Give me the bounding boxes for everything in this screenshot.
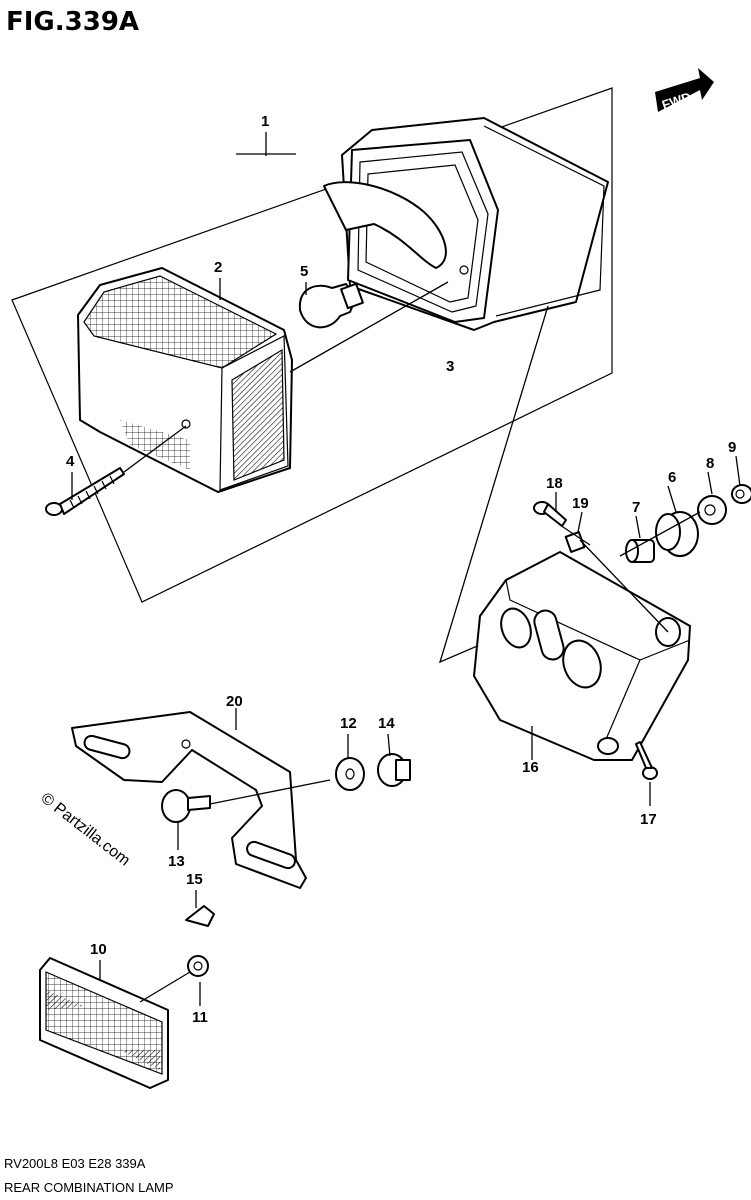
part-14-nut <box>377 753 411 787</box>
callout-11: 11 <box>192 1009 208 1026</box>
callout-19: 19 <box>572 495 589 512</box>
callout-17: 17 <box>640 811 657 828</box>
figure-title: FIG.339A <box>6 7 139 37</box>
callout-6: 6 <box>668 469 676 486</box>
fwd-arrow-icon: FWD <box>655 68 714 113</box>
part-12-washer <box>335 757 365 791</box>
callout-18: 18 <box>546 475 563 492</box>
callout-2: 2 <box>214 259 222 276</box>
callout-1: 1 <box>261 113 269 130</box>
callout-4: 4 <box>66 453 75 470</box>
footer-code: RV200L8 E03 E28 339A <box>4 1156 146 1171</box>
callout-3: 3 <box>446 358 454 375</box>
part-13-bolt <box>161 789 211 823</box>
watermark: © Partzilla.com <box>38 790 133 870</box>
callout-7: 7 <box>632 499 640 516</box>
callout-5: 5 <box>300 263 308 280</box>
part-17-screw <box>635 741 658 780</box>
part-18-bolt <box>533 501 567 527</box>
part-6-grommet <box>655 511 699 557</box>
part-3-lamp-housing <box>323 117 609 331</box>
callout-10: 10 <box>90 941 107 958</box>
part-9-nut <box>731 484 751 504</box>
callout-20: 20 <box>226 693 243 710</box>
footer-caption: REAR COMBINATION LAMP <box>4 1180 174 1195</box>
part-10-reflector <box>39 957 169 1089</box>
part-11-nut <box>187 955 209 977</box>
callout-12: 12 <box>340 715 357 732</box>
callout-13: 13 <box>168 853 185 870</box>
callout-15: 15 <box>186 871 203 888</box>
callout-14: 14 <box>378 715 395 732</box>
part-8-washer <box>697 495 727 525</box>
part-20-plate-bracket <box>71 711 307 889</box>
part-15-clip <box>185 905 215 927</box>
callout-8: 8 <box>706 455 714 472</box>
callout-16: 16 <box>522 759 539 776</box>
part-4-screw <box>45 467 125 516</box>
part-16-bracket <box>473 551 691 761</box>
part-7-spacer <box>625 539 655 563</box>
part-5-bulb <box>298 282 364 329</box>
part-2-lens <box>77 267 293 493</box>
callout-9: 9 <box>728 439 736 456</box>
